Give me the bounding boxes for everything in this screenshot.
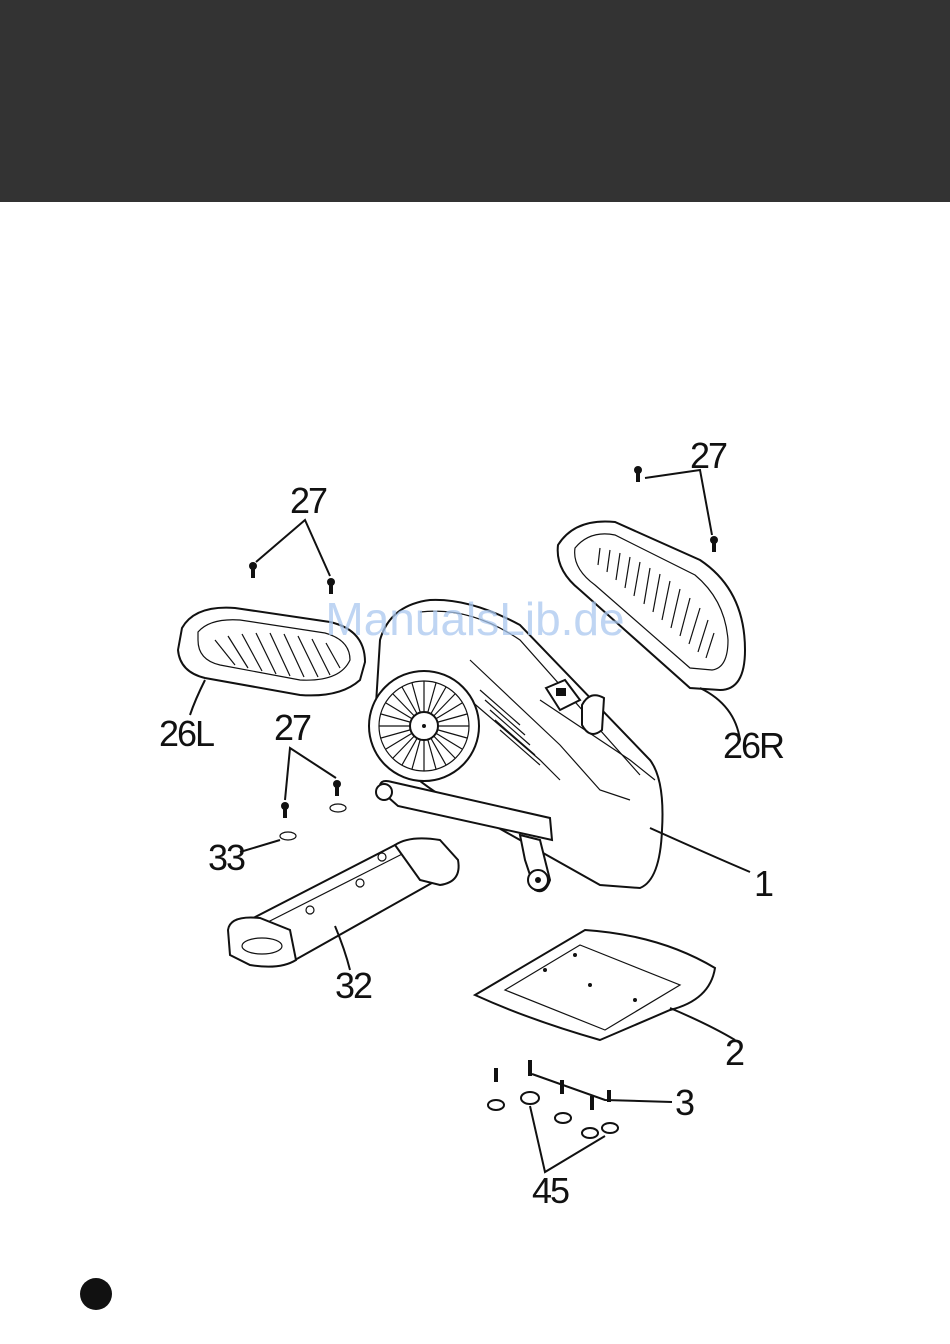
page-marker-dot bbox=[80, 1278, 112, 1310]
floor-mat-2 bbox=[475, 930, 735, 1040]
label-1: 1 bbox=[754, 863, 773, 904]
label-27-right: 27 bbox=[690, 435, 727, 476]
label-26r: 26R bbox=[723, 725, 784, 766]
watermark: ManualsLib.de bbox=[325, 593, 624, 645]
label-2: 2 bbox=[725, 1032, 744, 1073]
label-45: 45 bbox=[532, 1170, 569, 1211]
label-32: 32 bbox=[335, 965, 372, 1006]
stabilizer-32 bbox=[228, 838, 459, 970]
label-33: 33 bbox=[208, 837, 245, 878]
screws-27-middle bbox=[240, 748, 346, 852]
label-27-left: 27 bbox=[290, 480, 327, 521]
label-27-middle: 27 bbox=[274, 707, 311, 748]
label-26l: 26L bbox=[159, 713, 214, 754]
bolts-3-washers-45 bbox=[488, 1060, 672, 1172]
screws-27-left bbox=[249, 520, 335, 594]
label-3: 3 bbox=[675, 1082, 694, 1123]
